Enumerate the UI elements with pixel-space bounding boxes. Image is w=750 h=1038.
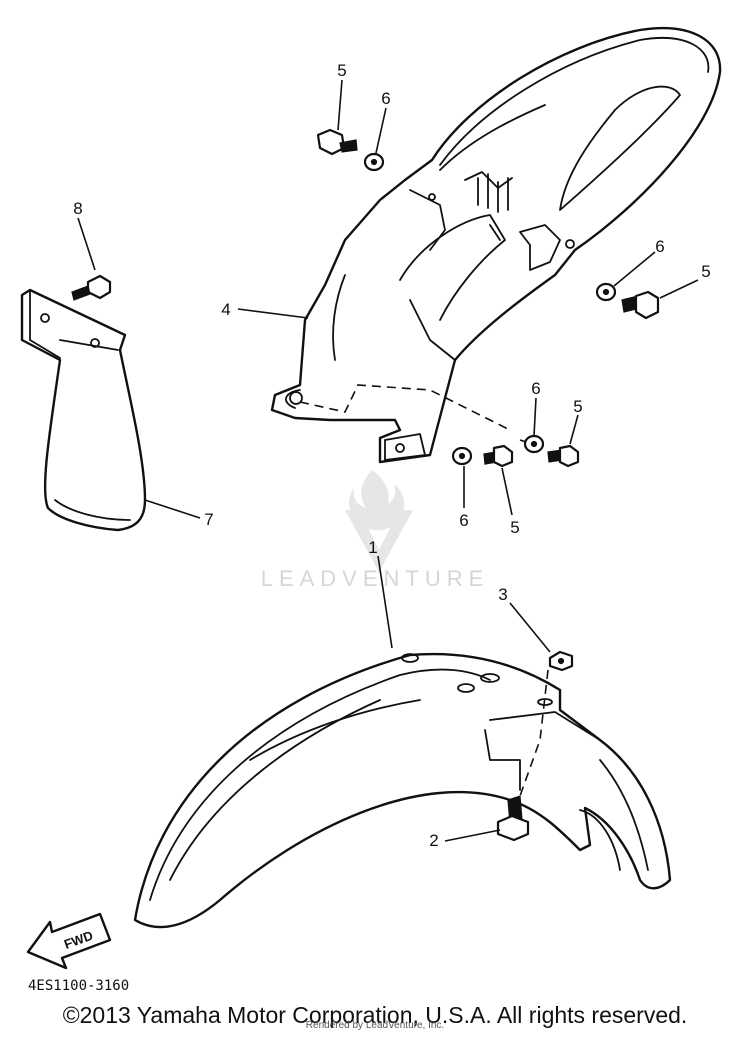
callout-4: 4 (221, 300, 230, 319)
leadventure-watermark: LEADVENTURE (261, 470, 490, 591)
mud-flap (20, 288, 147, 532)
mud-flap-bolt (71, 274, 112, 301)
callout-6-right: 6 (655, 237, 664, 256)
leader-5b (659, 279, 699, 299)
callout-6-lower-right: 6 (531, 379, 540, 398)
callout-2: 2 (429, 831, 438, 850)
right-bolt (621, 290, 660, 320)
front-fender-nut (548, 650, 574, 672)
right-washer (595, 282, 617, 302)
forward-arrow: FWD (26, 912, 112, 970)
callout-6-lower-left: 6 (459, 511, 468, 530)
leader-5c (569, 414, 579, 445)
watermark-text: LEADVENTURE (261, 566, 490, 591)
rendered-by-notice: Rendered by LeadVenture, Inc. (305, 1020, 445, 1031)
copyright-notice: ©2013 Yamaha Motor Corporation, U.S.A. A… (62, 1002, 688, 1028)
rear-fender-routing-line-1 (299, 384, 511, 431)
drawing-code: 4ES1100-3160 (28, 978, 129, 994)
leader-5d (501, 467, 513, 516)
leader-6c (533, 397, 537, 437)
callout-5-right: 5 (701, 262, 710, 281)
callout-6-upper-left: 6 (381, 89, 390, 108)
callout-7: 7 (204, 510, 213, 529)
leader-1 (377, 555, 393, 649)
leader-6a (375, 107, 387, 154)
lower-bolt-left (483, 444, 514, 468)
front-fender-bolt (496, 795, 530, 842)
leader-2 (444, 829, 501, 842)
leader-3 (509, 602, 551, 653)
lower-washer-left (451, 446, 473, 466)
leader-5a (337, 79, 343, 131)
callout-5-lower-right: 5 (573, 397, 582, 416)
callout-1: 1 (368, 538, 377, 557)
callout-5-lower-left: 5 (510, 518, 519, 537)
callout-8: 8 (73, 199, 82, 218)
callout-3: 3 (498, 585, 507, 604)
front-fender-bolt-line (514, 669, 549, 811)
rear-fender (270, 26, 722, 464)
upper-left-washer (363, 152, 385, 172)
leader-8 (77, 217, 96, 271)
lower-washer-right (523, 434, 545, 454)
callout-5-upper-left: 5 (337, 61, 346, 80)
leader-4 (237, 308, 309, 319)
leader-7 (144, 499, 201, 519)
leader-6b (613, 251, 656, 287)
front-fender (133, 652, 672, 929)
upper-left-bolt (316, 128, 358, 156)
lower-bolt-right (547, 444, 580, 468)
